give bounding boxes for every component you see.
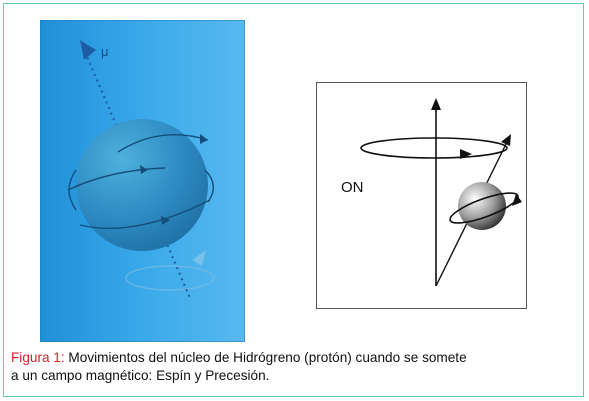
spin-arc-right: [204, 169, 214, 203]
precession-arrowhead: [460, 149, 472, 159]
faded-precession-ellipse: [125, 265, 215, 291]
moment-arrowhead: [501, 134, 511, 146]
spin-arrow-lower: [79, 199, 211, 230]
precession-illustration: ON: [316, 82, 527, 309]
spin-arrow-top: [117, 134, 209, 153]
spin-illustration: μ: [40, 20, 245, 342]
spin-arrowhead-middle: [140, 165, 148, 174]
spin-arrowhead-lower: [161, 216, 170, 225]
field-arrowhead: [431, 98, 441, 110]
mu-label: μ: [101, 44, 109, 59]
precession-ellipse: [360, 137, 508, 159]
figure-frame: μ ON: [3, 3, 584, 397]
on-label: ON: [341, 179, 364, 196]
faded-arrowhead: [192, 250, 206, 266]
caption-text-line2: a un campo magnético: Espín y Precesión.: [11, 368, 270, 383]
spin-arrow-middle: [67, 167, 166, 191]
proton-ball: [458, 182, 506, 230]
proton-spin-arrowhead: [512, 194, 522, 206]
figure-number-label: Figura 1:: [11, 350, 65, 365]
spin-arc-left: [68, 169, 77, 211]
proton-spin-ring: [449, 192, 519, 224]
mu-arrowhead: [80, 40, 96, 60]
figure-caption: Figura 1: Movimientos del núcleo de Hidr…: [11, 349, 589, 385]
nucleus-sphere: [76, 119, 208, 251]
caption-text-line1: Movimientos del núcleo de Hidrógreno (pr…: [64, 350, 467, 365]
spin-arrowhead-top: [200, 134, 208, 144]
